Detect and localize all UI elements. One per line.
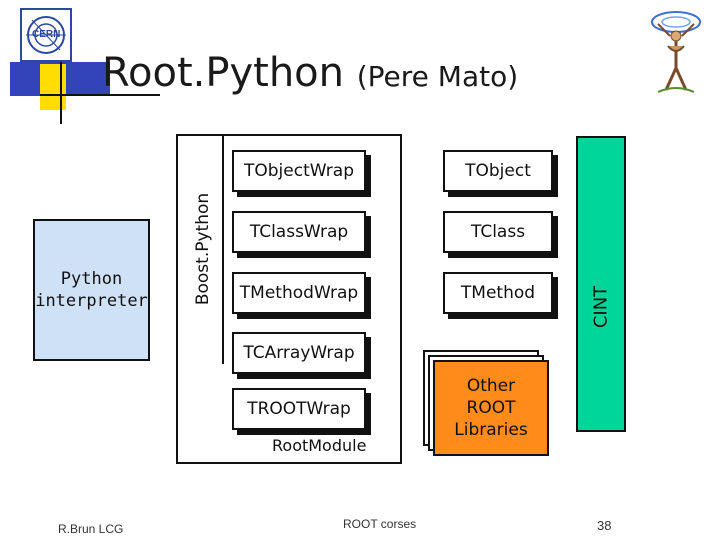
- python-interpreter-label: Python interpreter: [35, 268, 148, 311]
- tcarraywrap-label: TCArrayWrap: [243, 343, 355, 363]
- cern-logo-text: CERN: [32, 29, 61, 40]
- atlas-figure-icon: [651, 11, 701, 93]
- title-bar-vertical-line: [60, 60, 62, 124]
- trootwrap-label: TROOTWrap: [247, 399, 351, 419]
- boost-python-label: Boost.Python: [186, 134, 220, 364]
- tclass-label: TClass: [470, 222, 526, 242]
- tobject-box: TObject: [443, 150, 553, 192]
- title-bar-horizontal-line: [40, 94, 160, 96]
- cern-logo-icon: [26, 16, 66, 54]
- boost-python-separator: [222, 134, 224, 364]
- cern-logo: CERN: [20, 8, 72, 62]
- cint-box: CINT: [576, 136, 626, 432]
- tmethodwrap-box: TMethodWrap: [232, 272, 366, 314]
- tmethod-box: TMethod: [443, 272, 553, 314]
- tclass-box: TClass: [443, 211, 553, 253]
- trootwrap-box: TROOTWrap: [232, 388, 366, 430]
- slide-title-main: Root.Python: [102, 50, 344, 96]
- tobjectwrap-label: TObjectWrap: [244, 161, 354, 181]
- footer-course: ROOT corses: [343, 517, 417, 531]
- footer-author: R.Brun LCG: [58, 522, 124, 536]
- tmethod-label: TMethod: [460, 283, 536, 303]
- tobject-label: TObject: [465, 161, 531, 181]
- other-libraries-box: Other ROOT Libraries: [433, 360, 549, 456]
- tcarraywrap-box: TCArrayWrap: [232, 332, 366, 374]
- tclasswrap-box: TClassWrap: [232, 211, 366, 253]
- root-module-label: RootModule: [272, 436, 367, 455]
- python-interpreter-box: Python interpreter: [33, 219, 150, 361]
- title-bar-yellow: [40, 64, 66, 110]
- cint-label: CINT: [590, 286, 612, 329]
- other-libraries-label: Other ROOT Libraries: [454, 375, 528, 441]
- slide-title-author: (Pere Mato): [356, 60, 519, 93]
- tmethodwrap-label: TMethodWrap: [239, 283, 359, 303]
- boost-python-text: Boost.Python: [193, 192, 213, 306]
- slide-title: Root.Python (Pere Mato): [102, 50, 518, 96]
- atlas-figure-logo: [640, 6, 712, 100]
- page-number: 38: [597, 518, 612, 533]
- tobjectwrap-box: TObjectWrap: [232, 150, 366, 192]
- tclasswrap-label: TClassWrap: [249, 222, 349, 242]
